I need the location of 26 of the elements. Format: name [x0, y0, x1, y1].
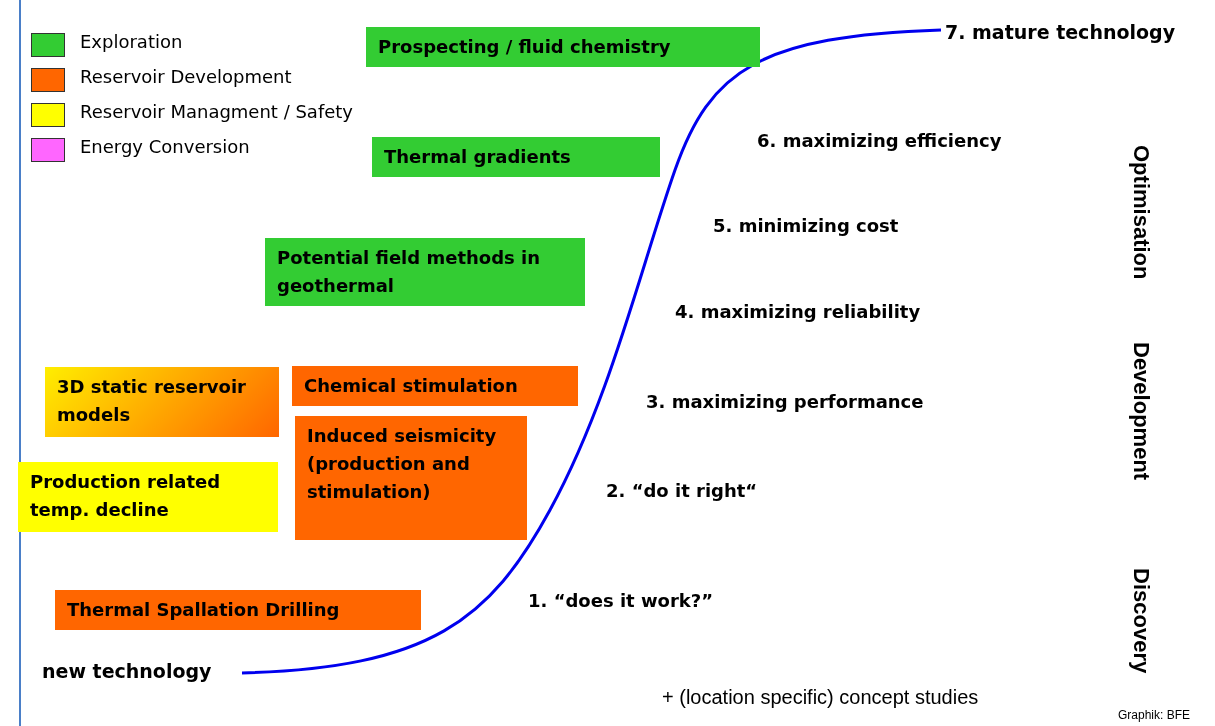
stage-label: 3. maximizing performance — [646, 391, 924, 412]
topic-box: Chemical stimulation — [292, 366, 578, 406]
stage-label: 4. maximizing reliability — [675, 301, 921, 322]
note-text: + (location specific) concept studies — [662, 686, 979, 709]
topic-box: Potential field methods in geothermal — [265, 238, 585, 306]
topic-box: Production related temp. decline — [18, 462, 278, 532]
phase-label: Discovery — [1128, 568, 1154, 674]
legend-label: Reservoir Development — [80, 66, 292, 87]
phase-label: Optimisation — [1128, 145, 1154, 280]
end-label: 7. mature technology — [945, 18, 1203, 46]
legend-label: Exploration — [80, 31, 183, 52]
topic-box: Prospecting / fluid chemistry — [366, 27, 760, 67]
topic-box: Thermal gradients — [372, 137, 660, 177]
topic-box: Thermal Spallation Drilling — [55, 590, 421, 630]
topic-box: Induced seismicity (production and stimulation) — [295, 416, 527, 540]
stage-label: 1. “does it work?” — [528, 590, 714, 611]
source-credit: Graphik: BFE — [1118, 708, 1191, 722]
start-label: new technology — [42, 657, 238, 685]
legend-label: Reservoir Managment / Safety — [80, 101, 353, 122]
stage-label: 2. “do it right“ — [606, 480, 758, 501]
topic-box: 3D static reservoir models — [45, 367, 279, 437]
stage-label: 6. maximizing efficiency — [757, 130, 1002, 151]
legend-label: Energy Conversion — [80, 136, 250, 157]
phase-label: Development — [1128, 342, 1154, 481]
s-curve — [241, 28, 942, 675]
stage-label: 5. minimizing cost — [713, 215, 899, 236]
